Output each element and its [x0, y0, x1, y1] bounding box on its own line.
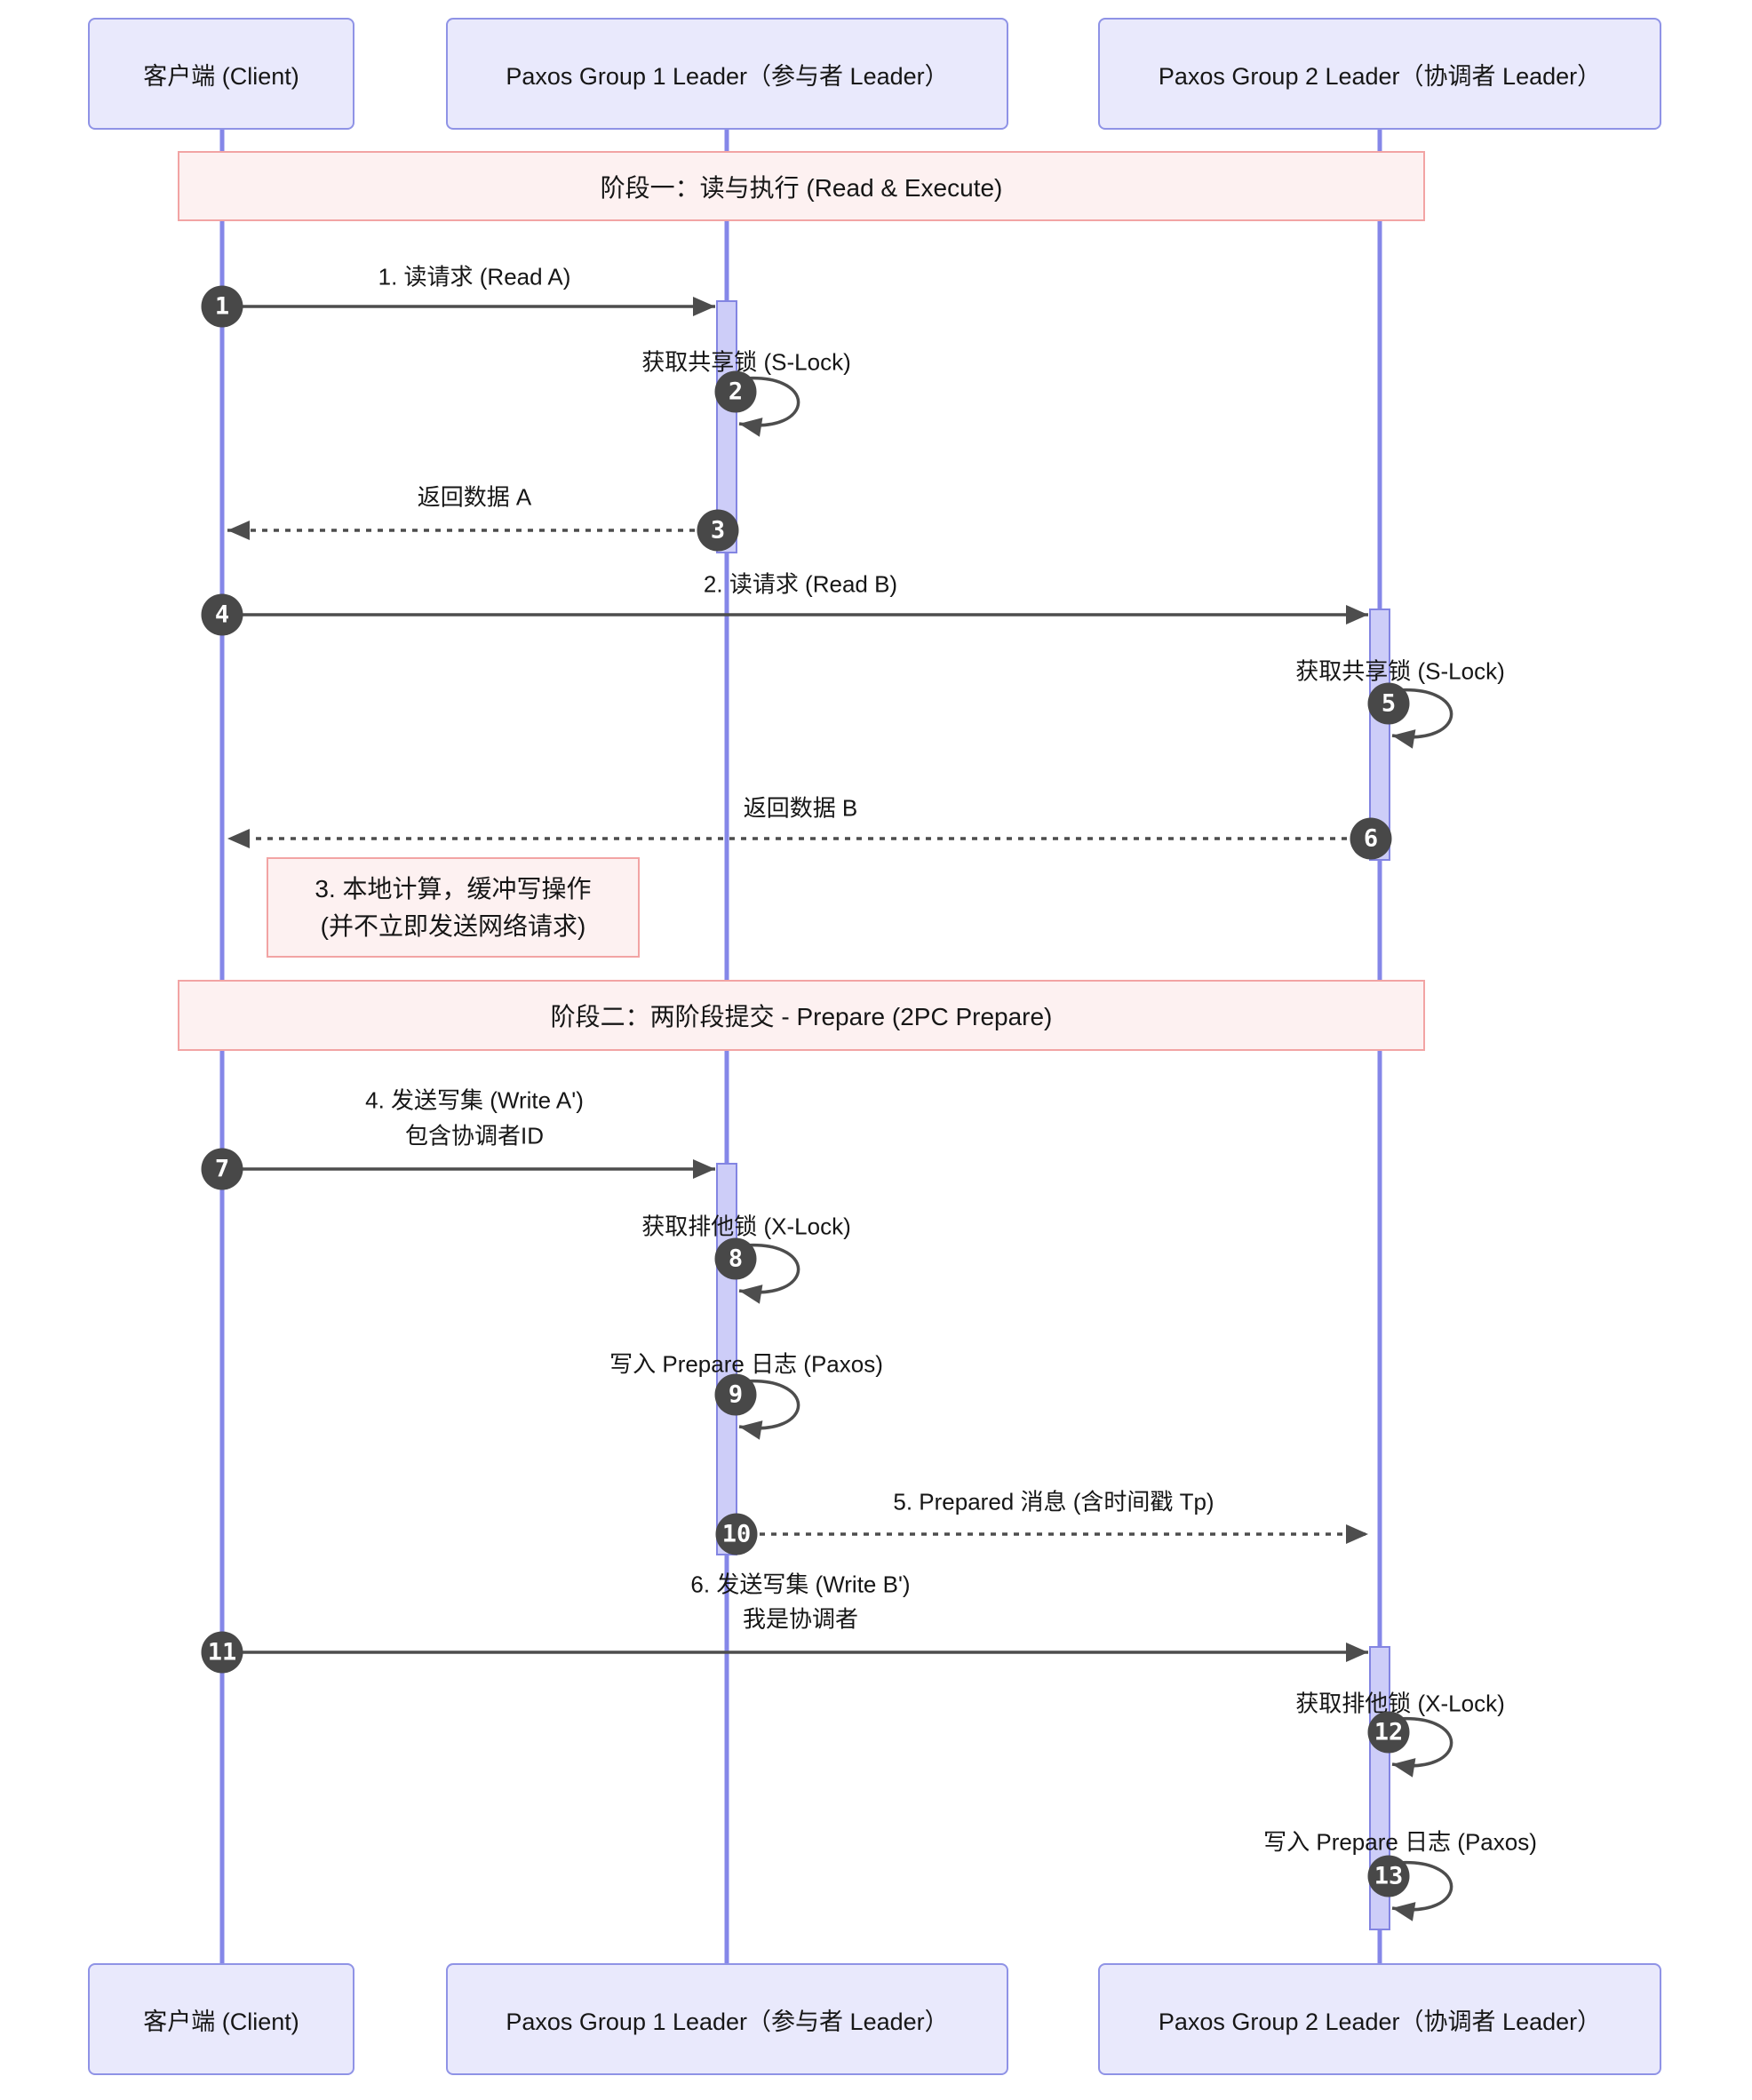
selfloop-13-log-pg2 [1388, 1861, 1453, 1921]
seq-circle-6: 6 [1350, 817, 1392, 860]
msg-label-7b: 包含协调者ID [404, 1122, 545, 1149]
note-local-compute: 3. 本地计算，缓冲写操作 (并不立即发送网络请求) [267, 857, 640, 958]
selfloop-9-log-pg1 [735, 1380, 800, 1440]
msg-label-1: 1. 读请求 (Read A) [378, 263, 571, 290]
activation-pg2-read [1369, 609, 1390, 861]
msg-label-3: 返回数据 A [417, 483, 532, 511]
msg-label-9: 写入 Prepare 日志 (Paxos) [609, 1350, 883, 1378]
seq-circle-12: 12 [1367, 1711, 1410, 1754]
seq-circle-10: 10 [715, 1513, 758, 1555]
seq-circle-1: 1 [201, 285, 243, 328]
msg-label-4: 2. 读请求 (Read B) [703, 570, 898, 598]
phase-banner-1: 阶段一：读与执行 (Read & Execute) [178, 151, 1425, 221]
msg-label-12: 获取排他锁 (X-Lock) [1295, 1690, 1505, 1717]
phase-1-label: 阶段一：读与执行 (Read & Execute) [600, 173, 1003, 202]
msg-label-13: 写入 Prepare 日志 (Paxos) [1263, 1828, 1537, 1856]
activation-pg1-read [716, 300, 737, 553]
actor-label-pg1-bottom: Paxos Group 1 Leader（参与者 Leader） [506, 2008, 949, 2035]
msg-label-6: 返回数据 B [743, 794, 858, 822]
actor-label-pg2-bottom: Paxos Group 2 Leader（协调者 Leader） [1158, 2008, 1602, 2035]
msg-label-2: 获取共享锁 (S-Lock) [641, 348, 851, 376]
seq-circle-13: 13 [1367, 1855, 1410, 1897]
seq-circle-3: 3 [697, 509, 739, 552]
phase-banner-2: 阶段二：两阶段提交 - Prepare (2PC Prepare) [178, 980, 1425, 1051]
note-line-1: 3. 本地计算，缓冲写操作 [315, 874, 592, 903]
actor-label-client-bottom: 客户端 (Client) [143, 2008, 299, 2035]
actor-label-pg2: Paxos Group 2 Leader（协调者 Leader） [1158, 62, 1602, 90]
msg-label-8: 获取排他锁 (X-Lock) [641, 1213, 851, 1240]
seq-circle-2: 2 [714, 370, 757, 413]
msg-label-5: 获取共享锁 (S-Lock) [1295, 657, 1505, 685]
actor-label-client: 客户端 (Client) [143, 62, 299, 90]
msg-label-11: 6. 发送写集 (Write B') [690, 1571, 911, 1598]
seq-circle-8: 8 [714, 1237, 757, 1280]
actor-bottom-client: 客户端 (Client) [88, 1963, 354, 2075]
seq-circle-9: 9 [714, 1373, 757, 1416]
actor-top-pg2: Paxos Group 2 Leader（协调者 Leader） [1098, 18, 1661, 130]
msg-label-11b: 我是协调者 [742, 1605, 859, 1633]
seq-circle-4: 4 [201, 593, 243, 636]
actor-bottom-pg1: Paxos Group 1 Leader（参与者 Leader） [446, 1963, 1008, 2075]
note-line-2: (并不立即发送网络请求) [320, 911, 586, 940]
seq-circle-7: 7 [201, 1148, 243, 1190]
selfloop-12-xlock-pg2 [1388, 1717, 1453, 1778]
actor-label-pg1: Paxos Group 1 Leader（参与者 Leader） [506, 62, 949, 90]
seq-circle-11: 11 [201, 1631, 243, 1674]
selfloop-8-xlock-pg1 [735, 1244, 800, 1304]
msg-label-7: 4. 发送写集 (Write A') [365, 1086, 584, 1114]
selfloop-5-slock-pg2 [1388, 688, 1453, 749]
seq-circle-5: 5 [1367, 682, 1410, 725]
selfloop-2-slock-pg1 [735, 377, 800, 437]
actor-top-client: 客户端 (Client) [88, 18, 354, 130]
phase-2-label: 阶段二：两阶段提交 - Prepare (2PC Prepare) [550, 1003, 1053, 1030]
msg-label-10: 5. Prepared 消息 (含时间戳 Tp) [893, 1488, 1214, 1515]
actor-bottom-pg2: Paxos Group 2 Leader（协调者 Leader） [1098, 1963, 1661, 2075]
actor-top-pg1: Paxos Group 1 Leader（参与者 Leader） [446, 18, 1008, 130]
